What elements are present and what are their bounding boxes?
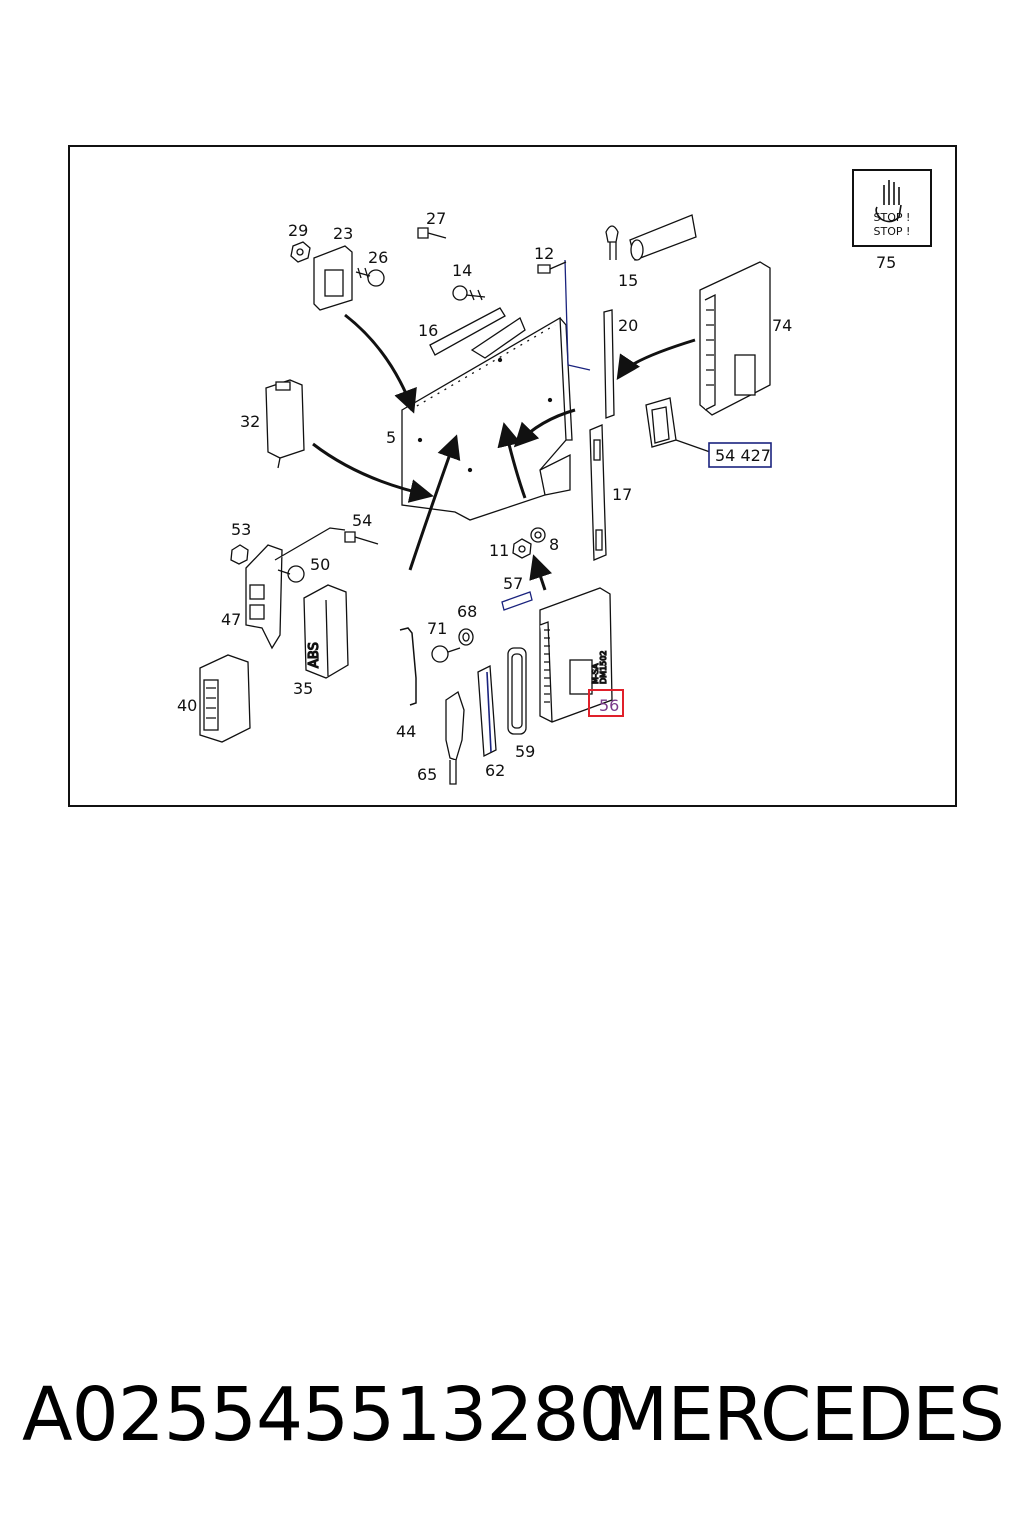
- control-module-part-56: M-SA DM1502: [539, 587, 613, 723]
- abs-module-part-35: ABS: [303, 584, 349, 679]
- screw-part-50: [277, 565, 305, 583]
- callout-53: 53: [231, 520, 251, 539]
- rivet-part-27: [417, 227, 447, 239]
- bracket-part-16: [429, 307, 526, 359]
- callout-box-54427: [708, 442, 772, 468]
- callout-27: 27: [426, 209, 446, 228]
- callout-17: 17: [612, 485, 632, 504]
- callout-29: 29: [288, 221, 308, 240]
- stop-warning-icon: STOP ! STOP !: [852, 169, 932, 247]
- connector-part-40: [199, 654, 251, 743]
- callout-59: 59: [515, 742, 535, 761]
- callout-8: 8: [549, 535, 559, 554]
- washer-part-8: [530, 527, 546, 543]
- callout-74: 74: [772, 316, 792, 335]
- control-unit-part-74: [699, 261, 771, 416]
- callout-14: 14: [452, 261, 472, 280]
- relay-part-32: [265, 379, 305, 469]
- clip-tube-part-15: [605, 214, 697, 261]
- gasket-part-59: [507, 647, 527, 735]
- nut-part-11: [512, 538, 532, 559]
- assembly-arrows: [312, 313, 696, 591]
- highlight-box-56: [588, 689, 624, 717]
- callout-75: 75: [876, 253, 896, 272]
- stop-label-1: STOP !: [874, 211, 911, 224]
- callout-57: 57: [503, 574, 523, 593]
- nut-part-29: [290, 241, 311, 263]
- callout-5: 5: [386, 428, 396, 447]
- bracket-part-47: [245, 544, 283, 650]
- bar-part-20: [603, 309, 615, 419]
- connector-54427: [645, 397, 711, 453]
- callout-12: 12: [534, 244, 554, 263]
- callout-26: 26: [368, 248, 388, 267]
- callout-65: 65: [417, 765, 437, 784]
- callout-54427: 54 427: [715, 446, 771, 465]
- stop-label-2: STOP !: [874, 225, 911, 238]
- screw-part-71: [431, 645, 461, 663]
- washer-part-68: [458, 628, 474, 646]
- callout-44: 44: [396, 722, 416, 741]
- screw-part-26: [355, 267, 385, 287]
- abs-label: ABS: [307, 642, 322, 668]
- callout-23: 23: [333, 224, 353, 243]
- callout-20: 20: [618, 316, 638, 335]
- callout-16: 16: [418, 321, 438, 340]
- callout-11: 11: [489, 541, 509, 560]
- nut-part-53: [230, 544, 249, 565]
- callout-54: 54: [352, 511, 372, 530]
- plug-part-65: [445, 690, 465, 785]
- wire-part-44: [399, 627, 417, 706]
- callout-35: 35: [293, 679, 313, 698]
- pin-part-12: [537, 261, 567, 274]
- callout-labels: 29 23 27 26 14 12 15 16 20 74 75 32 5 54…: [177, 209, 896, 784]
- rivet-part-54: [274, 527, 379, 561]
- callout-56: 56: [599, 696, 619, 715]
- callout-15: 15: [618, 271, 638, 290]
- label-part-57: [501, 591, 533, 611]
- strip-part-17: [589, 424, 607, 561]
- part-number: A025545513280: [22, 1372, 626, 1458]
- callout-32: 32: [240, 412, 260, 431]
- module-label-1: M-SA: [591, 663, 600, 684]
- seal-part-62: [477, 664, 497, 758]
- screw-part-14: [452, 285, 486, 301]
- callout-47: 47: [221, 610, 241, 629]
- callout-40: 40: [177, 696, 197, 715]
- callout-50: 50: [310, 555, 330, 574]
- module-label-2: DM1502: [599, 651, 608, 684]
- brand-name: MERCEDES: [604, 1372, 1005, 1458]
- callout-68: 68: [457, 602, 477, 621]
- relay-part-23: [313, 245, 353, 311]
- callout-71: 71: [427, 619, 447, 638]
- callout-62: 62: [485, 761, 505, 780]
